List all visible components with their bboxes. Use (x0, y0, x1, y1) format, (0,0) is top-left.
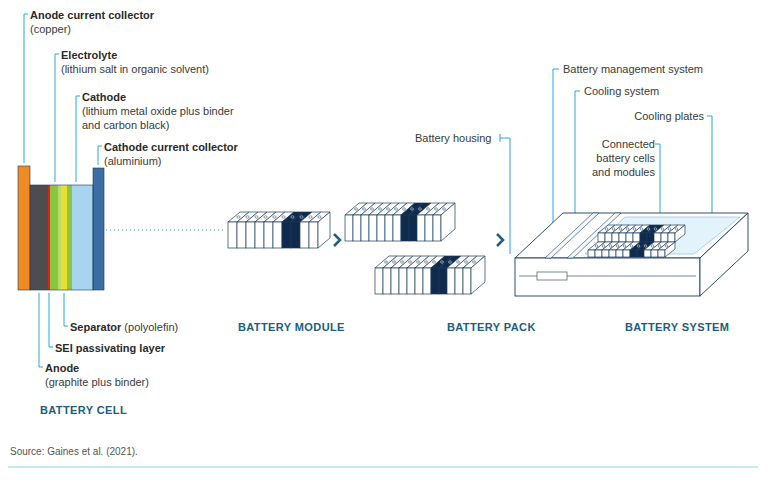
part-name: Battery management system (563, 62, 703, 76)
part-name: Separator (70, 320, 121, 334)
part-name: Battery housing (415, 131, 491, 145)
rule-line (8, 467, 758, 468)
source-note: Source: Gaines et al. (2021). (10, 446, 138, 457)
part-name: Cooling plates (626, 109, 704, 123)
part-name: SEI passivating layer (55, 341, 165, 355)
part-name: Cooling system (584, 84, 659, 98)
cell-block (598, 225, 685, 242)
stage-caption: BATTERY CELL (40, 403, 127, 417)
material-note: (lithium salt in organic solvent) (61, 62, 209, 76)
part-name: Cathode (82, 90, 126, 104)
leader-lines (24, 14, 712, 367)
material-note: (lithium metal oxide plus binder and car… (82, 104, 250, 132)
cell-block (588, 242, 675, 257)
stage-caption: BATTERY SYSTEM (625, 320, 729, 334)
material-note: (graphite plus binder) (45, 375, 149, 389)
material-note: (aluminium) (104, 154, 161, 168)
part-name: Electrolyte (61, 48, 117, 62)
cell-block (375, 256, 485, 294)
battery-blocks (228, 203, 748, 296)
material-note: (polyolefin) (124, 320, 178, 334)
battery-cell (18, 166, 104, 290)
part-name: Anode (45, 361, 79, 375)
cell-block (228, 212, 330, 248)
part-name: Connected battery cells and modules (585, 137, 655, 179)
cell-block (345, 203, 455, 241)
battery-housing (515, 213, 748, 296)
part-name: Cathode current collector (104, 140, 238, 154)
material-note: (copper) (30, 22, 71, 36)
stage-caption: BATTERY MODULE (238, 320, 345, 334)
part-name: Anode current collector (30, 8, 154, 22)
stage-caption: BATTERY PACK (447, 320, 536, 334)
